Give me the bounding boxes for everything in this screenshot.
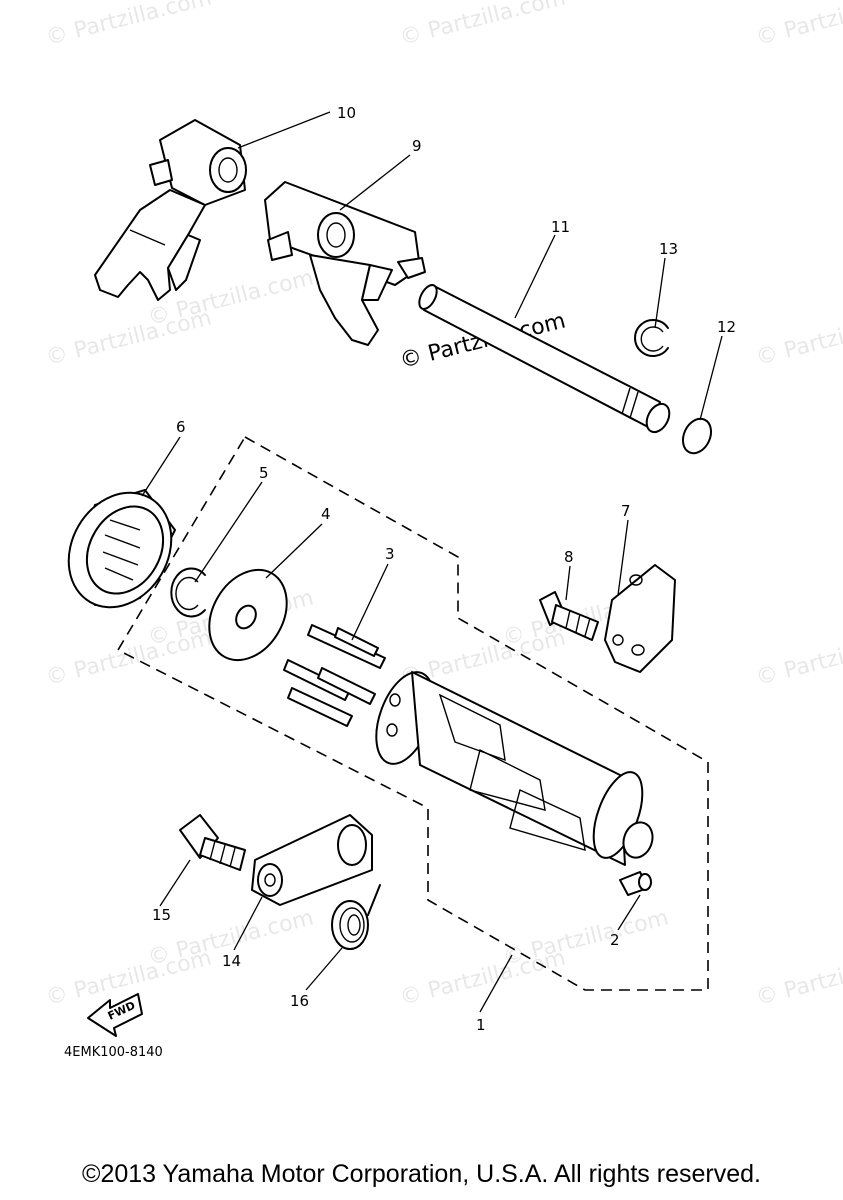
assembly-boundary bbox=[116, 435, 709, 991]
part-11-fork-shaft bbox=[418, 284, 671, 434]
diagram-canvas: © Partzilla.com © Partzilla.com © Partzi… bbox=[43, 0, 843, 1060]
callout-7: 7 bbox=[621, 502, 631, 520]
part-1-shift-drum bbox=[375, 671, 654, 866]
part-8-bolt bbox=[539, 591, 599, 641]
leader-lines bbox=[141, 111, 723, 1013]
fwd-arrow-icon: FWD bbox=[87, 993, 143, 1037]
watermark: © Partzilla.com bbox=[753, 0, 843, 51]
part-6-bearing bbox=[67, 489, 176, 609]
callout-8: 8 bbox=[564, 548, 574, 566]
part-13-circlip bbox=[634, 319, 669, 357]
part-14-lever bbox=[251, 814, 373, 906]
watermark: © Partzilla.com bbox=[500, 905, 671, 970]
callout-2: 2 bbox=[610, 931, 620, 949]
callout-9: 9 bbox=[412, 137, 422, 155]
callout-1: 1 bbox=[476, 1016, 486, 1034]
part-15-bolt bbox=[179, 814, 246, 871]
watermark: © Partzilla.com bbox=[753, 945, 843, 1010]
watermark: © Partzilla.com bbox=[397, 0, 568, 51]
part-12-oring bbox=[681, 417, 713, 455]
callout-15: 15 bbox=[152, 906, 171, 924]
callout-4: 4 bbox=[321, 505, 331, 523]
part-10-shift-fork bbox=[94, 119, 247, 301]
part-4-washer bbox=[208, 568, 288, 662]
callout-14: 14 bbox=[222, 952, 241, 970]
callout-11: 11 bbox=[551, 218, 570, 236]
callout-16: 16 bbox=[290, 992, 309, 1010]
watermark: © Partzilla.com bbox=[753, 625, 843, 690]
callout-12: 12 bbox=[717, 318, 736, 336]
part-2-pin bbox=[619, 871, 652, 896]
callout-5: 5 bbox=[259, 464, 269, 482]
part-7-plate bbox=[604, 564, 676, 673]
diagram-code: 4EMK100-8140 bbox=[64, 1045, 163, 1060]
part-5-circlip bbox=[170, 567, 206, 618]
callout-13: 13 bbox=[659, 240, 678, 258]
part-16-spring bbox=[331, 884, 381, 950]
part-3-pins bbox=[283, 624, 386, 727]
part-9-shift-fork bbox=[264, 181, 426, 346]
callout-labels: 10 9 11 13 12 6 5 4 3 8 7 2 15 14 16 1 bbox=[152, 104, 736, 1034]
copyright-footer: ©2013 Yamaha Motor Corporation, U.S.A. A… bbox=[82, 1160, 761, 1188]
watermark: © Partzilla.com bbox=[753, 305, 843, 370]
callout-10: 10 bbox=[337, 104, 356, 122]
callout-6: 6 bbox=[176, 418, 186, 436]
callout-3: 3 bbox=[385, 545, 395, 563]
watermark: © Partzilla.com bbox=[43, 0, 214, 51]
